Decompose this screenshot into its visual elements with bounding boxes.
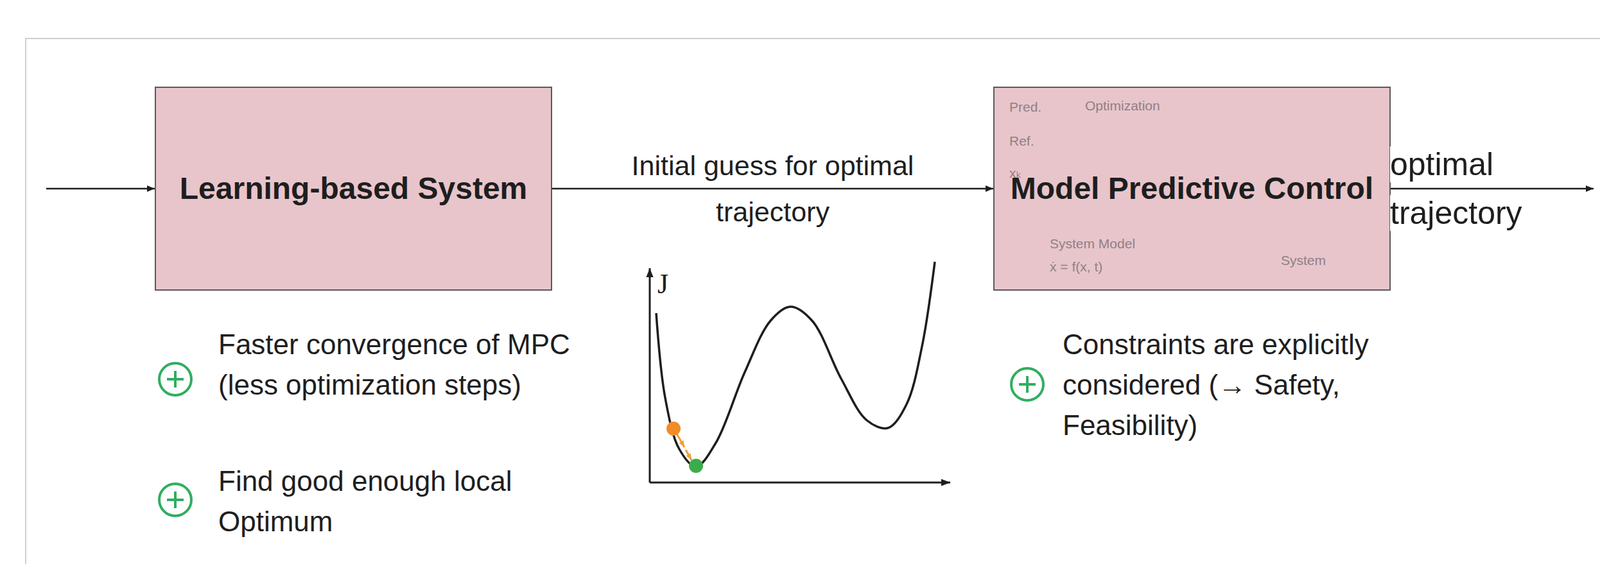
faint-signal-label: Pred.: [1009, 99, 1042, 115]
connector-arrow: [552, 188, 994, 191]
output-arrow: [1390, 188, 1594, 191]
benefit-note-block: Constraints are explicitly considered (→…: [1062, 324, 1423, 446]
descent-step: [676, 434, 685, 448]
faint-equation-block: ẋ = f(x, t): [1049, 259, 1103, 275]
faint-block-label: System Model: [1049, 236, 1136, 252]
plus-icon: [159, 363, 192, 396]
learning-system-box: Learning-based System: [154, 86, 553, 291]
faint-signal-label: xₖ: [1009, 165, 1022, 181]
x-axis: [649, 482, 951, 485]
benefit-note: Faster convergence of MPC (less optimiza…: [218, 328, 571, 401]
output-label-block: optimal trajectory: [1390, 139, 1583, 238]
cost-function-plot: [649, 261, 951, 483]
plus-circle: [159, 363, 192, 396]
benefit-note-block: Faster convergence of MPC (less optimiza…: [218, 324, 578, 406]
plus-icon: [1011, 368, 1044, 401]
descent-step: [685, 450, 692, 461]
plus-icon: [159, 484, 192, 517]
faint-signal-label-block: Ref.: [1009, 133, 1035, 149]
edge-label: Initial guess for optimal trajectory: [631, 150, 915, 228]
plus-sign: [166, 371, 184, 388]
input-arrow: [46, 188, 155, 191]
faint-signal-label-block: Pred.: [1009, 99, 1042, 115]
outer-frame: [25, 38, 1600, 564]
faint-block-label-block: Optimization: [1085, 98, 1161, 114]
initial-guess-dot: [666, 421, 681, 436]
y-axis: [649, 268, 652, 483]
output-label: optimal trajectory: [1390, 146, 1523, 232]
plus-circle: [159, 484, 192, 517]
benefit-note: Find good enough local Optimum: [218, 465, 512, 538]
box-title: Learning-based System: [179, 171, 528, 206]
faint-block-label: System: [1280, 252, 1326, 268]
benefit-note: Constraints are explicitly considered (→…: [1062, 328, 1369, 442]
faint-signal-label: Ref.: [1009, 133, 1035, 149]
faint-block-label: Optimization: [1085, 98, 1161, 114]
plus-sign: [1018, 376, 1036, 393]
axis-label: J: [657, 268, 669, 300]
cost-curve: [656, 261, 935, 467]
plus-sign: [166, 491, 184, 509]
faint-block-label-block: System: [1280, 252, 1326, 269]
optimum-dot: [688, 459, 704, 474]
axis-label-block: J: [657, 268, 696, 301]
faint-block-label-block: System Model: [1049, 236, 1136, 252]
plus-circle: [1011, 368, 1044, 401]
box-title-block: Learning-based System: [166, 169, 541, 209]
faint-signal-label-block: xₖ: [1009, 165, 1022, 182]
edge-label-block: Initial guess for optimal trajectory: [618, 142, 928, 235]
box-title: Model Predictive Control: [1010, 171, 1374, 206]
box-title-block: Model Predictive Control: [997, 169, 1387, 209]
faint-equation: ẋ = f(x, t): [1049, 259, 1103, 275]
benefit-note-block: Find good enough local Optimum: [218, 460, 578, 542]
